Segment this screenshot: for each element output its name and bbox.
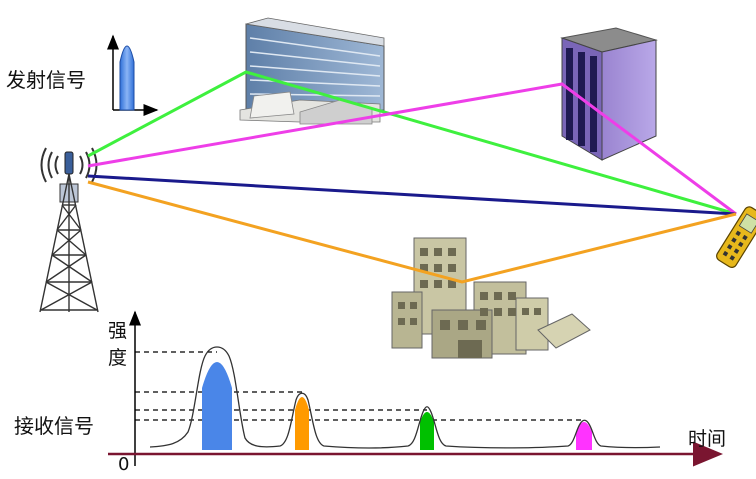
glass-office-building	[239, 17, 385, 125]
city-block-buildings	[391, 237, 591, 359]
signal-paths	[87, 70, 737, 284]
transmit-signal-label: 发射信号	[6, 68, 86, 92]
path-navy	[87, 174, 737, 216]
strength-label-line1: 强	[108, 320, 128, 342]
strength-label-line2: 度	[108, 347, 128, 369]
received-envelope	[149, 346, 661, 449]
transmission-tower	[39, 147, 99, 313]
pulse-1	[202, 362, 232, 450]
path-orange	[87, 180, 737, 284]
pulse-4	[576, 422, 592, 450]
time-axis-label: 时间	[688, 428, 727, 450]
transmit-pulse	[119, 45, 135, 111]
path-green	[87, 70, 737, 216]
received-signal-label: 接收信号	[14, 414, 94, 438]
pulse-2	[295, 397, 309, 450]
path-magenta	[87, 82, 737, 216]
received-signal-plot	[108, 310, 723, 467]
transmit-signal-plot	[107, 34, 159, 116]
origin-label: 0	[118, 454, 130, 475]
pulse-3	[420, 412, 434, 450]
mobile-phone-icon	[716, 206, 756, 268]
